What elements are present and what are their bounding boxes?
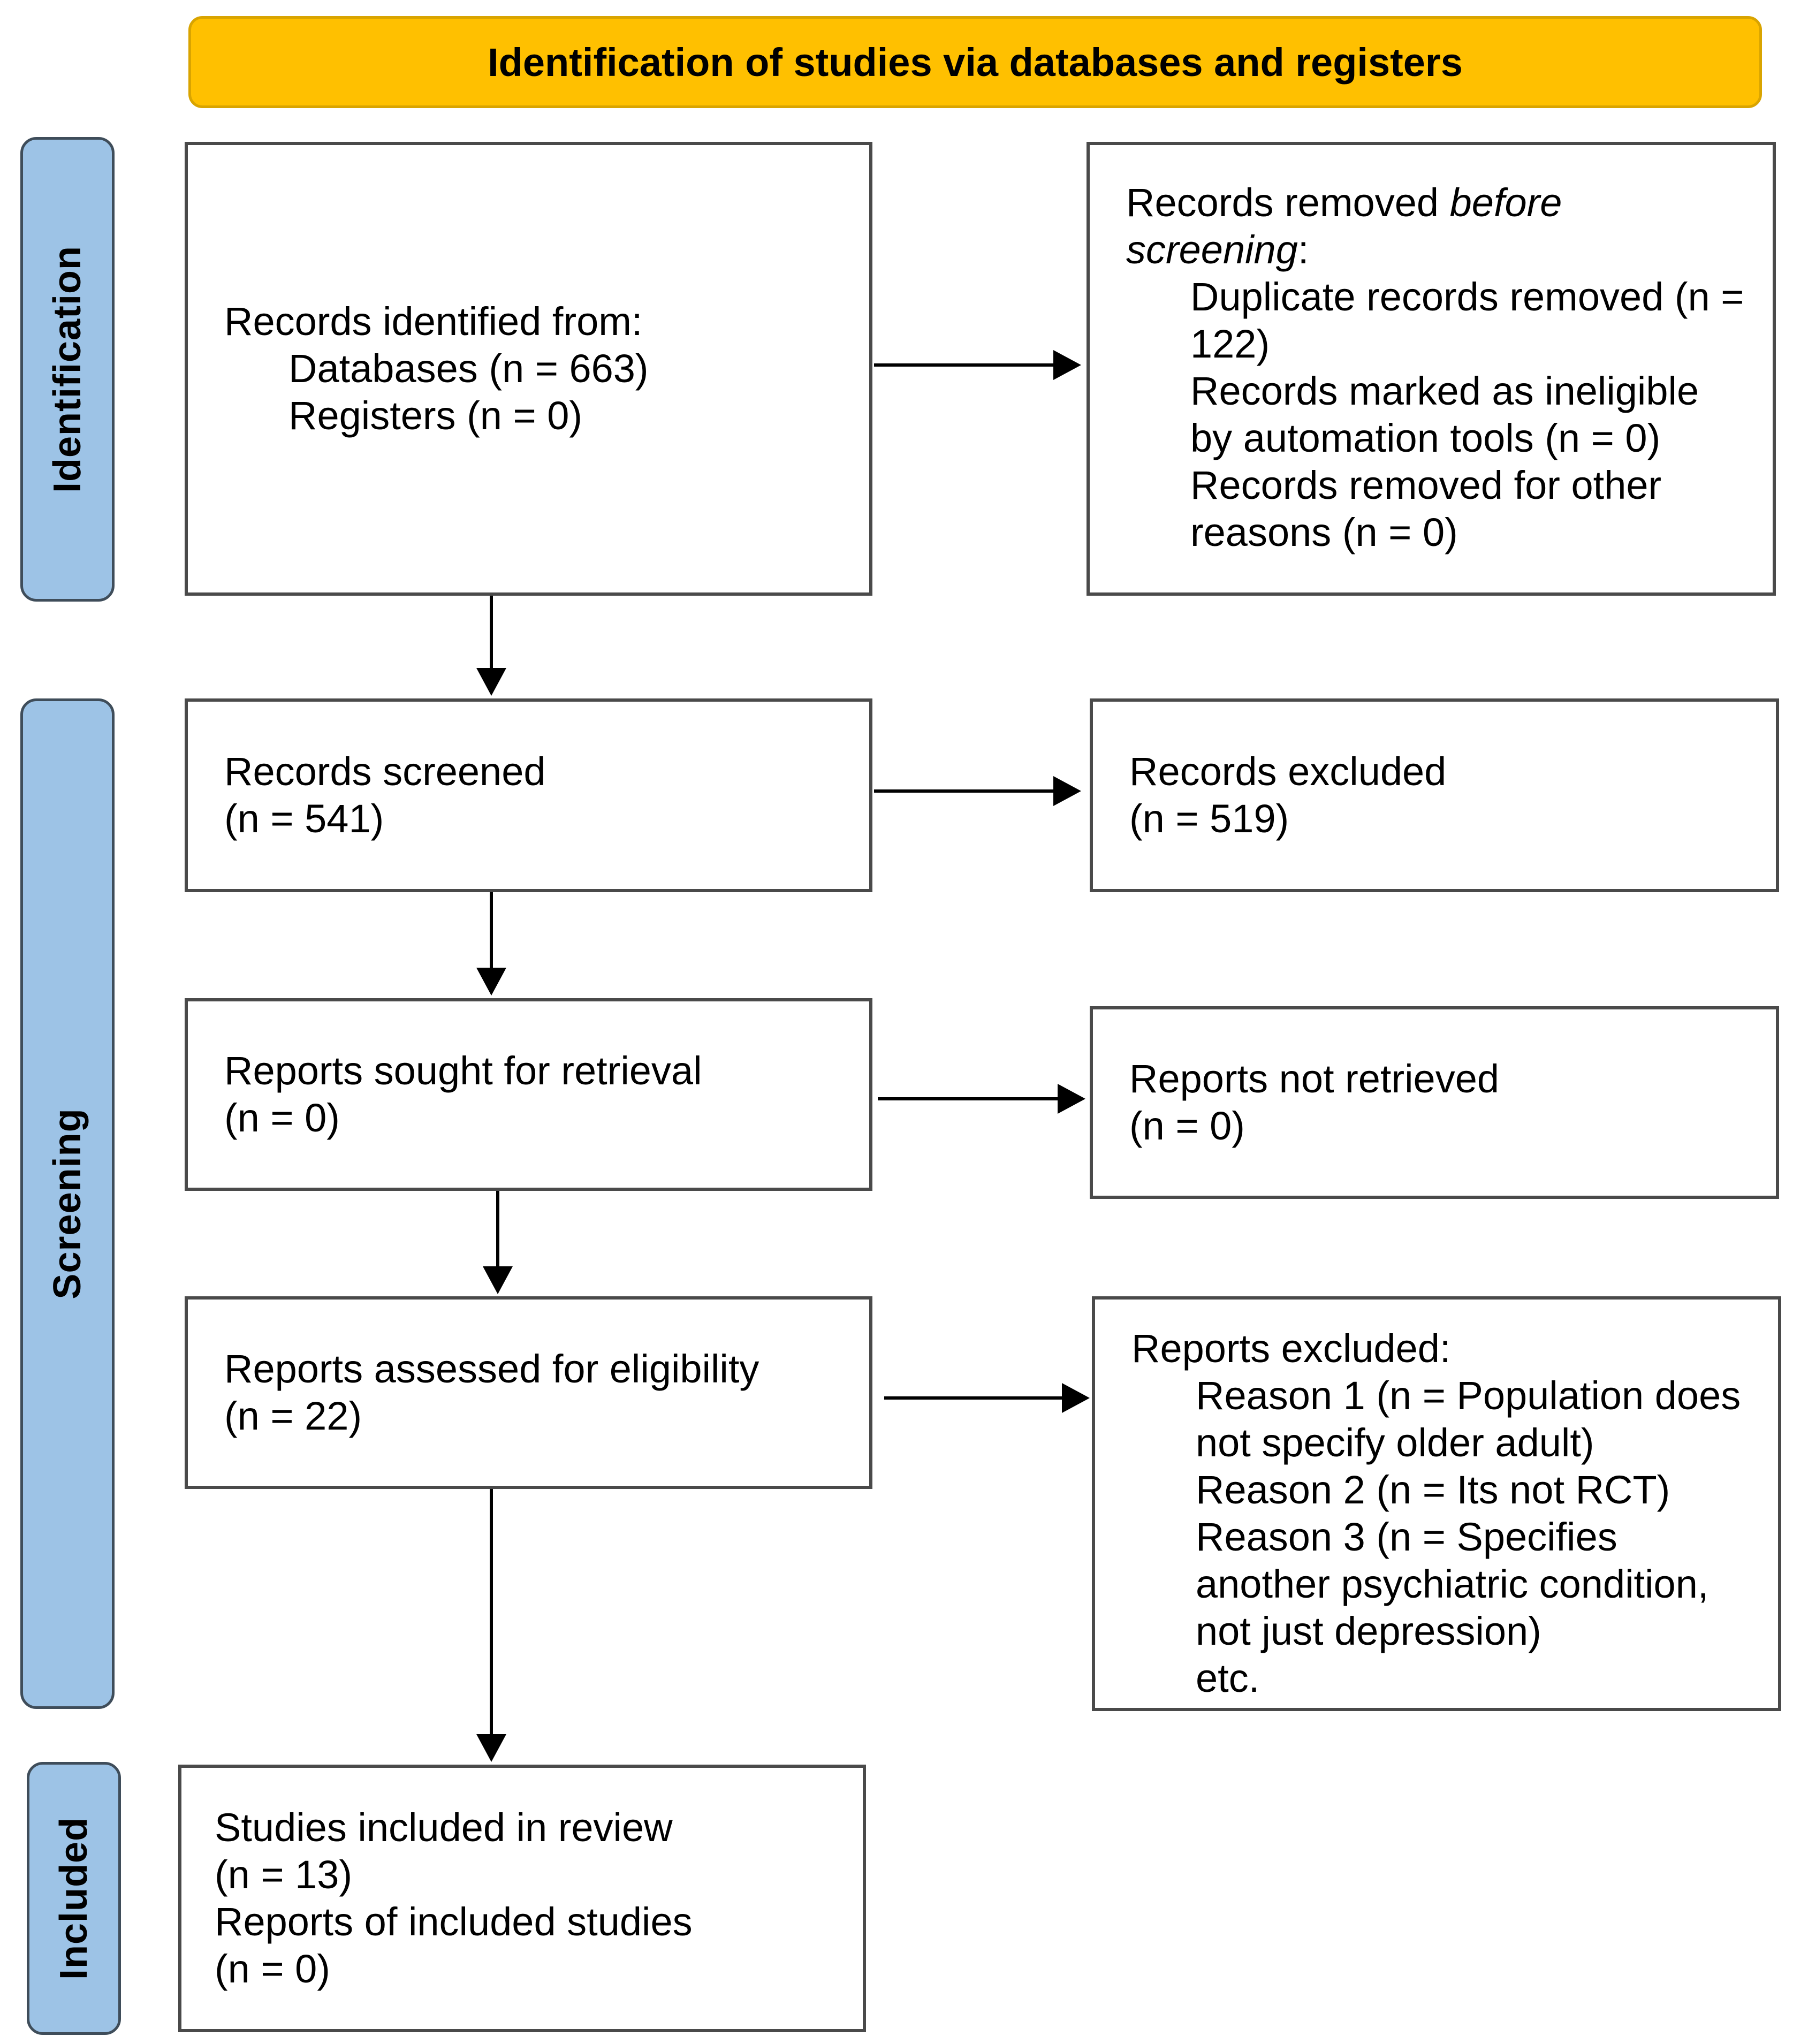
reports-not-retrieved-box: Reports not retrieved (n = 0) bbox=[1090, 1006, 1779, 1199]
studies-included-count: (n = 13) bbox=[215, 1852, 353, 1897]
records-removed-heading: Records removed before screening: bbox=[1126, 180, 1562, 272]
reports-excluded-box: Reports excluded: Reason 1 (n = Populati… bbox=[1092, 1296, 1781, 1711]
arrowhead-removed bbox=[1053, 350, 1081, 380]
reports-excluded-reason2: Reason 2 (n = Its not RCT) bbox=[1196, 1468, 1670, 1512]
reports-sought-label: Reports sought for retrieval bbox=[224, 1048, 702, 1093]
diagram-header: Identification of studies via databases … bbox=[188, 16, 1762, 108]
records-excluded-count: (n = 519) bbox=[1129, 796, 1289, 841]
reports-included-label: Reports of included studies bbox=[215, 1899, 693, 1944]
reports-sought-count: (n = 0) bbox=[224, 1096, 340, 1140]
records-identified-heading: Records identified from: bbox=[224, 299, 643, 344]
records-removed-automation: Records marked as ineligible by automati… bbox=[1190, 369, 1699, 460]
reports-sought-box: Reports sought for retrieval (n = 0) bbox=[185, 998, 872, 1191]
reports-assessed-label: Reports assessed for eligibility bbox=[224, 1347, 759, 1391]
reports-not-retrieved-label: Reports not retrieved bbox=[1129, 1057, 1500, 1101]
records-removed-duplicates: Duplicate records removed (n = 122) bbox=[1190, 275, 1744, 366]
records-removed-box: Records removed before screening: Duplic… bbox=[1087, 142, 1776, 596]
arrowhead-screened bbox=[476, 668, 506, 696]
arrowhead-excluded bbox=[1053, 776, 1081, 806]
reports-assessed-box: Reports assessed for eligibility (n = 22… bbox=[185, 1296, 872, 1489]
records-screened-box: Records screened (n = 541) bbox=[185, 698, 872, 892]
arrowhead-assessed bbox=[483, 1266, 513, 1294]
reports-excluded-reason3: Reason 3 (n = Specifies another psychiat… bbox=[1196, 1515, 1709, 1653]
records-identified-databases: Databases (n = 663) bbox=[288, 346, 649, 391]
records-screened-count: (n = 541) bbox=[224, 796, 384, 841]
reports-assessed-count: (n = 22) bbox=[224, 1394, 362, 1438]
arrowhead-not-retrieved bbox=[1058, 1084, 1085, 1114]
phase-included: Included bbox=[27, 1762, 121, 2035]
records-screened-label: Records screened bbox=[224, 749, 546, 794]
reports-excluded-heading: Reports excluded: bbox=[1131, 1326, 1451, 1371]
arrowhead-reports-excluded bbox=[1062, 1383, 1090, 1413]
header-title: Identification of studies via databases … bbox=[488, 40, 1463, 85]
records-excluded-label: Records excluded bbox=[1129, 749, 1447, 794]
arrowhead-included bbox=[476, 1734, 506, 1762]
phase-identification: Identification bbox=[20, 137, 115, 602]
reports-not-retrieved-count: (n = 0) bbox=[1129, 1104, 1245, 1148]
studies-included-label: Studies included in review bbox=[215, 1805, 673, 1850]
records-excluded-box: Records excluded (n = 519) bbox=[1090, 698, 1779, 892]
phase-screening: Screening bbox=[20, 698, 115, 1709]
records-identified-registers: Registers (n = 0) bbox=[288, 393, 583, 438]
arrowhead-sought bbox=[476, 968, 506, 996]
reports-excluded-reason1: Reason 1 (n = Population does not specif… bbox=[1196, 1373, 1741, 1465]
records-identified-box: Records identified from: Databases (n = … bbox=[185, 142, 872, 596]
records-removed-other: Records removed for other reasons (n = 0… bbox=[1190, 463, 1662, 554]
studies-included-box: Studies included in review (n = 13) Repo… bbox=[178, 1765, 866, 2032]
reports-excluded-etc: etc. bbox=[1196, 1656, 1260, 1700]
reports-included-count: (n = 0) bbox=[215, 1947, 330, 1991]
